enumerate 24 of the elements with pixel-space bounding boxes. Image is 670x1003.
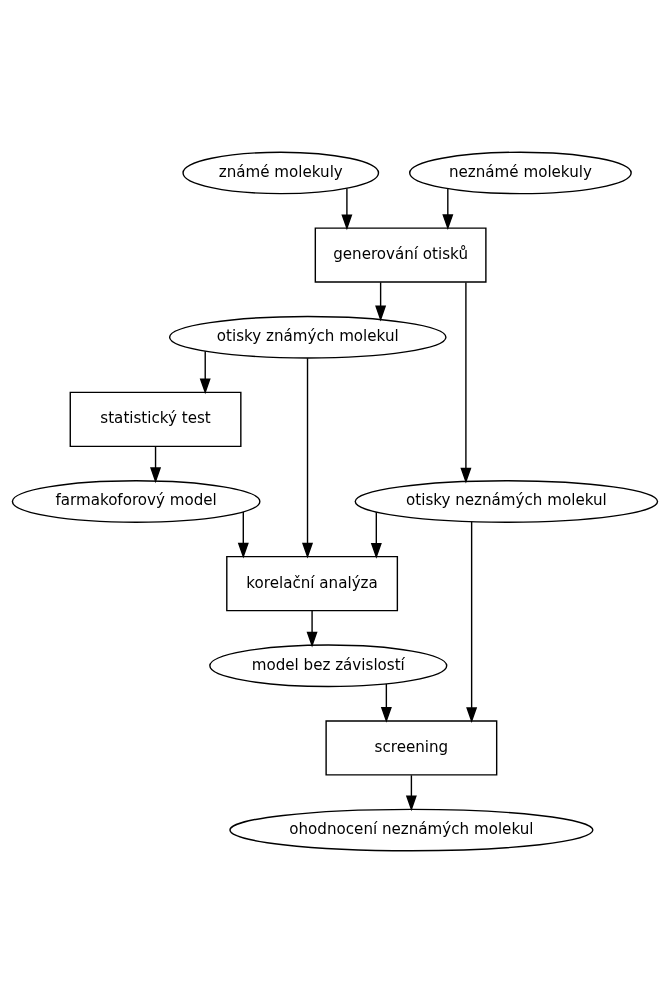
arrow: [199, 350, 211, 395]
arrow: [460, 281, 472, 484]
arrow: [150, 446, 162, 484]
arrow: [375, 281, 387, 322]
arrow: [302, 357, 314, 559]
arrow: [405, 774, 417, 812]
node-box: generování otisků: [314, 227, 487, 283]
node-ellipse: otisky známých molekul: [168, 315, 447, 359]
node-ellipse: farmakoforový model: [11, 480, 261, 523]
arrow: [341, 187, 353, 231]
arrow: [306, 610, 318, 648]
node-ellipse: model bez závislostí: [209, 644, 448, 688]
node-box: korelační analýza: [226, 555, 399, 612]
node-ellipse: neznámé molekuly: [409, 151, 632, 195]
arrow: [380, 683, 392, 723]
node-ellipse: otisky neznámých molekul: [354, 480, 659, 523]
arrow: [370, 511, 382, 559]
node-box: screening: [325, 720, 498, 776]
node-box: statistický test: [69, 391, 242, 448]
arrow: [442, 188, 454, 231]
arrow: [466, 520, 478, 723]
arrow: [237, 511, 249, 559]
node-ellipse: ohodnocení neznámých molekul: [229, 808, 594, 852]
node-ellipse: známé molekuly: [182, 151, 380, 195]
